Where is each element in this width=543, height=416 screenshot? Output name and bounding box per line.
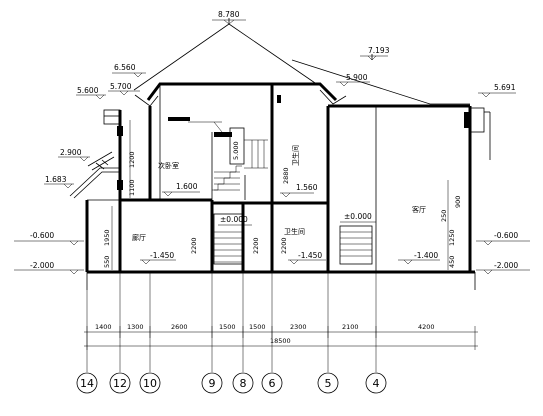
horizontal-dimensions: 1400 1300 2600 1500 1500 2300 2100 4200 …: [84, 323, 478, 350]
svg-text:10: 10: [143, 377, 157, 390]
room-living: 客厅: [412, 205, 426, 214]
svg-text:6: 6: [269, 377, 276, 390]
svg-text:5: 5: [325, 377, 332, 390]
level-ground-left: ±0.000: [220, 215, 248, 224]
lower-stair-right: [339, 225, 373, 265]
vdim-left-upper-b: 1100: [128, 179, 136, 196]
level-outside-right-2: -2.000: [494, 261, 518, 270]
eave-right: [319, 89, 347, 105]
room-bath-upper: 卫生间: [291, 145, 300, 166]
level-eave-left-upper: 6.560: [114, 63, 136, 72]
left-eave-box: [103, 109, 121, 125]
level-lower-mid: -1.450: [298, 251, 322, 260]
level-outside-right-1: -0.600: [494, 231, 518, 240]
svg-text:8: 8: [240, 377, 247, 390]
level-floor2-left: 1.600: [176, 182, 198, 191]
axis-bubble-10: 10: [139, 372, 161, 394]
hdim-segment-5: 1500: [249, 323, 266, 331]
axis-bubble-8: 8: [232, 372, 254, 394]
level-eave-center-right: 5.900: [346, 73, 368, 82]
hdim-segment-3: 2600: [171, 323, 188, 331]
vdim-left-lower-b: 550: [103, 256, 111, 268]
hdim-segment-6: 2300: [290, 323, 307, 331]
axis-bubble-12: 12: [109, 372, 131, 394]
vdim-left-upper-a: 1200: [128, 151, 136, 168]
room-labels: 次卧室 卫生间 廊厅 卫生间 客厅: [132, 145, 426, 242]
hdim-segment-2: 1300: [127, 323, 144, 331]
vdim-bath-a: 2200: [280, 237, 288, 254]
vertical-dimensions: 1200 1100 1950 550 2200 2200 2200 2880 9…: [103, 120, 462, 270]
room-bedroom: 次卧室: [158, 161, 179, 170]
hdim-segment-7: 2100: [342, 323, 359, 331]
main-roof-line: [133, 23, 319, 91]
level-canopy: 2.900: [60, 148, 82, 157]
left-canopy: [69, 167, 120, 197]
axis-bubble-4: 4: [365, 372, 387, 394]
room-corridor: 廊厅: [132, 233, 146, 242]
axis-grid-lines: [86, 272, 377, 372]
level-canopy-low: 1.683: [45, 175, 67, 184]
vdim-right-a: 900: [454, 196, 462, 208]
level-stair-top: 5.000: [232, 141, 240, 160]
level-ridge: 8.780: [218, 10, 240, 19]
level-lower-left: -1.450: [150, 251, 174, 260]
level-markers: 8.780 7.193 6.560 5.700 5.600 5.900 5.69…: [14, 10, 530, 275]
vdim-right-b: 250: [440, 210, 448, 222]
room-bath-lower: 卫生间: [284, 227, 305, 236]
level-outside-left-2: -2.000: [30, 261, 54, 270]
level-eave-left-mid: 5.700: [110, 82, 132, 91]
right-eave-box: [469, 107, 485, 133]
vdim-right-c: 1250: [448, 229, 456, 246]
roof-slab: [146, 82, 338, 102]
vdim-right-d: 450: [448, 256, 456, 268]
floor-level-labels: 1.600 1.560 ±0.000 ±0.000 -1.450 -1.450 …: [140, 141, 440, 265]
svg-text:14: 14: [80, 377, 94, 390]
hdim-total: 18500: [270, 337, 291, 345]
axis-bubble-6: 6: [261, 372, 283, 394]
hdim-segment-8: 4200: [418, 323, 435, 331]
hdim-segment-4: 1500: [219, 323, 236, 331]
vdim-stair-b: 2200: [252, 237, 260, 254]
vdim-bath-mid: 2880: [282, 167, 290, 184]
level-eave-right: 5.691: [494, 83, 516, 92]
level-outside-left-1: -0.600: [30, 231, 54, 240]
level-right-roof: 7.193: [368, 46, 390, 55]
vdim-stair-a: 2200: [190, 237, 198, 254]
level-ground-right: ±0.000: [344, 212, 372, 221]
hdim-segment-1: 1400: [95, 323, 112, 331]
axis-bubble-5: 5: [317, 372, 339, 394]
level-lower-right: -1.400: [414, 251, 438, 260]
vdim-left-lower-a: 1950: [103, 229, 111, 246]
svg-text:12: 12: [113, 377, 127, 390]
level-floor2-mid: 1.560: [296, 183, 318, 192]
upper-stair: [168, 117, 268, 200]
svg-text:4: 4: [373, 377, 380, 390]
structure: [69, 84, 491, 290]
axis-bubble-9: 9: [201, 372, 223, 394]
axis-bubbles: 14 12 10 9 8 6 5 4: [76, 272, 387, 394]
lower-stair-left: [213, 213, 243, 265]
right-roof-line: [291, 59, 470, 105]
level-eave-left-low: 5.600: [77, 86, 99, 95]
axis-bubble-14: 14: [76, 372, 98, 394]
eave-left: [134, 94, 159, 107]
svg-text:9: 9: [209, 377, 216, 390]
roof: [133, 18, 470, 107]
